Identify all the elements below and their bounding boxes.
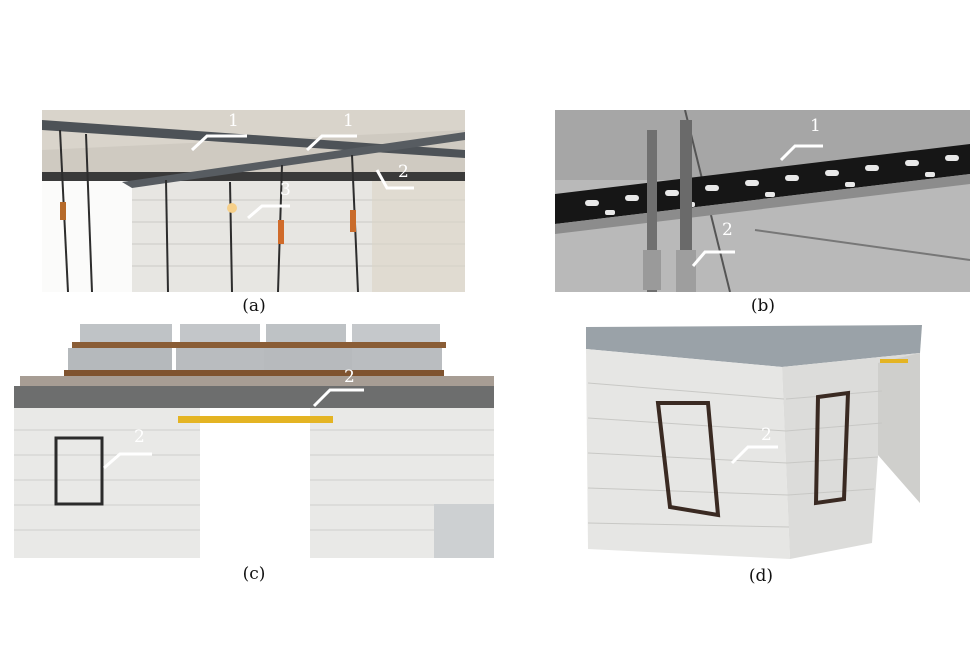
room-interior-photo: [42, 110, 465, 292]
callout-d-2: 2: [761, 425, 772, 445]
callout-c-2b: 2: [134, 427, 145, 447]
panel-caption-b: (b): [750, 296, 776, 316]
photo-panel-c: [12, 320, 498, 558]
callout-a-1b: 1: [343, 111, 354, 131]
callout-a-3: 3: [280, 180, 291, 200]
building-corner-photo: [582, 323, 932, 559]
callout-b-1: 1: [810, 116, 821, 136]
callout-a-1: 1: [228, 111, 239, 131]
photo-panel-a: [42, 110, 465, 292]
callout-c-2: 2: [344, 367, 355, 387]
callout-b-2: 2: [722, 220, 733, 240]
panel-caption-a: (a): [242, 296, 266, 316]
photo-panel-d: [582, 323, 932, 559]
callout-a-2: 2: [398, 162, 409, 182]
panel-caption-c: (c): [242, 564, 266, 584]
rail-closeup-photo: [555, 110, 970, 292]
photo-panel-b: [555, 110, 970, 292]
wall-opening-photo: [12, 320, 498, 558]
panel-caption-d: (d): [748, 566, 774, 586]
